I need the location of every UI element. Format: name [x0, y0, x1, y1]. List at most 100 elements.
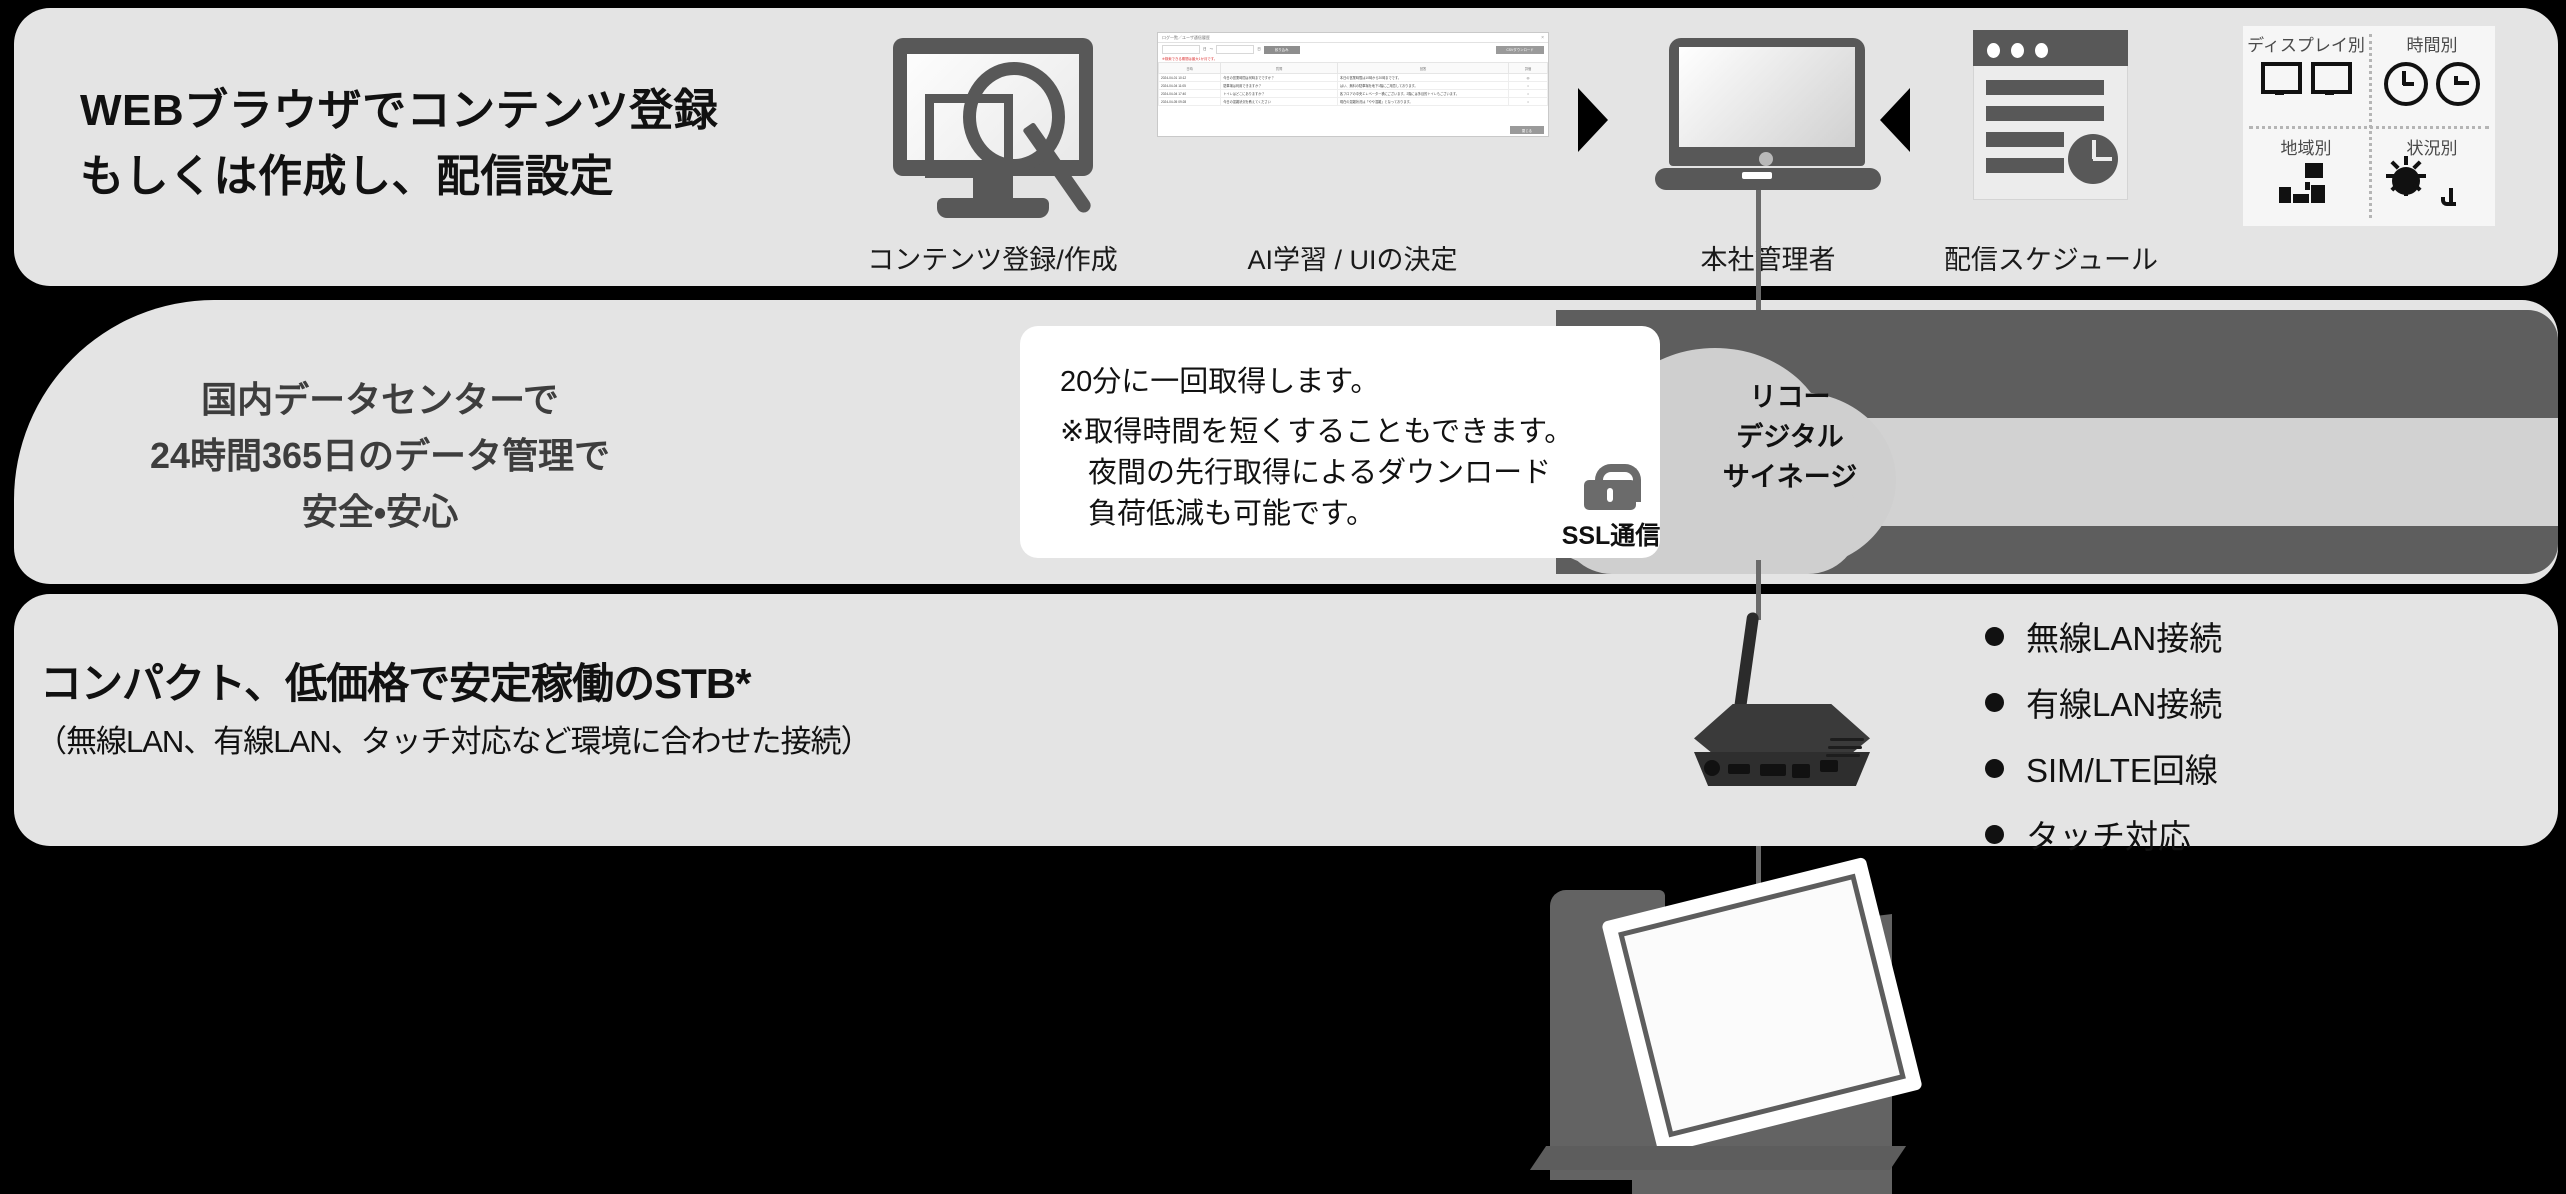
content-registration-icon: [885, 38, 1100, 228]
date-from-input[interactable]: [1162, 45, 1200, 54]
table-cell: ◎: [1508, 73, 1548, 82]
caption-delivery-schedule: 配信スケジュール: [1943, 245, 2159, 275]
column-header-answer[interactable]: 回答: [1336, 62, 1510, 74]
table-cell: ○: [1508, 89, 1548, 98]
bullet-icon: [1985, 626, 2004, 646]
clock-icon: [2436, 62, 2480, 106]
column-header-datetime[interactable]: 日時: [1158, 62, 1222, 74]
search-button[interactable]: 絞り込み: [1263, 45, 1300, 54]
bottom-band-title: コンパクト、低価格で安定稼働のSTB*: [40, 660, 752, 707]
table-cell: ○: [1508, 97, 1548, 106]
range-separator: ～: [1209, 47, 1214, 51]
delivery-schedule-icon: [1973, 30, 2128, 200]
table-cell: 現在の混雑状況は「やや混雑」となっております。: [1336, 97, 1510, 106]
matrix-cell-display: ディスプレイ別: [2243, 26, 2369, 129]
arrow-right-icon: [1578, 88, 1608, 152]
table-cell: ○: [1508, 81, 1548, 90]
ssl-label: SSL通信: [1561, 522, 1661, 550]
ai-window-titlebar: ログ一覧／ユーザ通信履歴 ×: [1158, 33, 1548, 43]
table-cell: 2024-04-01 10:12: [1158, 73, 1222, 82]
list-item: SIM/LTE回線: [1985, 744, 2222, 792]
bullet-icon: [1985, 824, 2004, 844]
digital-signage-display-image: [1520, 859, 1950, 1194]
arrow-left-icon: [1880, 88, 1910, 152]
matrix-cell-condition: 状況別: [2369, 129, 2495, 226]
middle-title-line-2: 24時間365日のデータ管理で: [149, 434, 611, 476]
table-cell: 2024-04-04 11:05: [1158, 81, 1222, 90]
caption-ai-learning: AI学習 / UIの決定: [1247, 245, 1458, 275]
monitor-icon: [2260, 62, 2302, 95]
list-item: 有線LAN接続: [1985, 678, 2222, 726]
lock-icon: [1584, 464, 1641, 510]
callout-line-1: 20分に一回取得します。: [1060, 366, 1380, 398]
table-cell: 2024-04-04 17:40: [1158, 89, 1222, 98]
connection-options-list: 無線LAN接続 有線LAN接続 SIM/LTE回線 タッチ対応: [1985, 612, 2222, 876]
table-cell: 今日の営業時間は何時までですか？: [1220, 73, 1338, 82]
column-header-rating[interactable]: 評価: [1508, 62, 1548, 74]
top-title-line-2: もしくは作成し、配信設定: [80, 152, 614, 201]
matrix-label-time: 時間別: [2406, 36, 2458, 55]
list-item: 無線LAN接続: [1985, 612, 2222, 660]
table-cell: はい、無料の駐車場を地下1階にご用意しております。: [1336, 81, 1510, 90]
table-cell: 駐車場は利用できますか？: [1220, 81, 1338, 90]
bullet-label: 有線LAN接続: [2026, 686, 2223, 723]
callout-note-line-3: 負荷低減も可能です。: [1088, 498, 1376, 531]
middle-title-line-1: 国内データセンターで: [201, 379, 559, 420]
table-cell: 今日の混雑状況を教えてください: [1220, 97, 1338, 106]
acquisition-interval-callout: 20分に一回取得します。 ※取得時間を短くすることもできます。 夜間の先行取得に…: [1020, 326, 1660, 558]
table-cell: 本日の営業時間は10時から20時までです。: [1336, 73, 1510, 82]
product-name-line-1: リコー: [1749, 382, 1831, 412]
bullet-icon: [1985, 758, 2004, 778]
date-unit-to: 日: [1257, 47, 1261, 51]
table-cell: 各フロアの中央エレベーター横にございます。2階には多目的トイレもございます。: [1336, 89, 1510, 98]
caption-content-registration: コンテンツ登録/作成: [867, 245, 1118, 275]
caption-hq-admin: 本社管理者: [1700, 245, 1836, 275]
csv-download-button[interactable]: CSVダウンロード: [1496, 45, 1544, 54]
bar-chart-icon: [2279, 163, 2333, 203]
table-cell: トイレはどこにありますか？: [1220, 89, 1338, 98]
top-title-line-1: WEBブラウザでコンテンツ登録: [80, 86, 719, 135]
middle-band-title: 国内データセンターで 24時間365日のデータ管理で 安全・安心: [70, 372, 690, 539]
ai-window-title: ログ一覧／ユーザ通信履歴: [1162, 35, 1210, 40]
hq-admin-laptop-icon: [1655, 38, 1905, 198]
matrix-label-area: 地域別: [2280, 139, 2332, 158]
product-name-line-2: デジタル: [1736, 421, 1844, 452]
bottom-band-panel: [14, 594, 2558, 846]
matrix-label-display: ディスプレイ別: [2247, 36, 2365, 55]
bullet-label: SIM/LTE回線: [2026, 752, 2218, 789]
ai-window-toolbar: 日 ～ 日 絞り込み CSVダウンロード: [1158, 43, 1548, 56]
callout-note: ※取得時間を短くすることもできます。 夜間の先行取得によるダウンロード 負荷低減…: [1060, 412, 1573, 536]
callout-note-line-2: 夜間の先行取得によるダウンロード: [1088, 457, 1552, 490]
product-name-label: リコー デジタル サイネージ: [1690, 378, 1890, 498]
connector-line-to-kiosk: [1756, 846, 1761, 906]
ai-window-close-button[interactable]: 閉じる: [1510, 126, 1544, 134]
list-item: タッチ対応: [1985, 810, 2222, 858]
monitor-icon: [2310, 62, 2352, 95]
targeting-matrix-panel: ディスプレイ別 時間別 地域別: [2243, 26, 2495, 226]
bottom-band-subtitle: （無線LAN、有線LAN、タッチ対応など環境に合わせた接続）: [36, 724, 872, 759]
matrix-cell-area: 地域別: [2243, 129, 2369, 226]
middle-title-line-3: 安全・安心: [301, 490, 459, 532]
ai-window-warning: ※検索できる期間は最大1か月です。: [1162, 57, 1218, 61]
matrix-label-condition: 状況別: [2406, 139, 2458, 158]
bullet-label: タッチ対応: [2026, 818, 2191, 855]
top-band-title: WEBブラウザでコンテンツ登録 もしくは作成し、配信設定: [80, 78, 920, 210]
date-to-input[interactable]: [1216, 45, 1255, 54]
table-cell: 2024-04-05 09:28: [1158, 97, 1222, 106]
connector-line-laptop: [1756, 190, 1761, 310]
column-header-question[interactable]: 質問: [1220, 62, 1338, 74]
callout-note-line-1: ※取得時間を短くすることもできます。: [1060, 416, 1574, 448]
sun-icon: [2386, 156, 2426, 196]
date-unit-from: 日: [1203, 47, 1207, 51]
matrix-cell-time: 時間別: [2369, 26, 2495, 129]
close-icon[interactable]: ×: [1541, 35, 1544, 41]
bullet-label: 無線LAN接続: [2026, 620, 2223, 657]
connector-line-to-stb: [1756, 560, 1761, 620]
ai-log-window-screenshot: ログ一覧／ユーザ通信履歴 × 日 ～ 日 絞り込み CSVダウンロード ※検索で…: [1157, 32, 1549, 137]
